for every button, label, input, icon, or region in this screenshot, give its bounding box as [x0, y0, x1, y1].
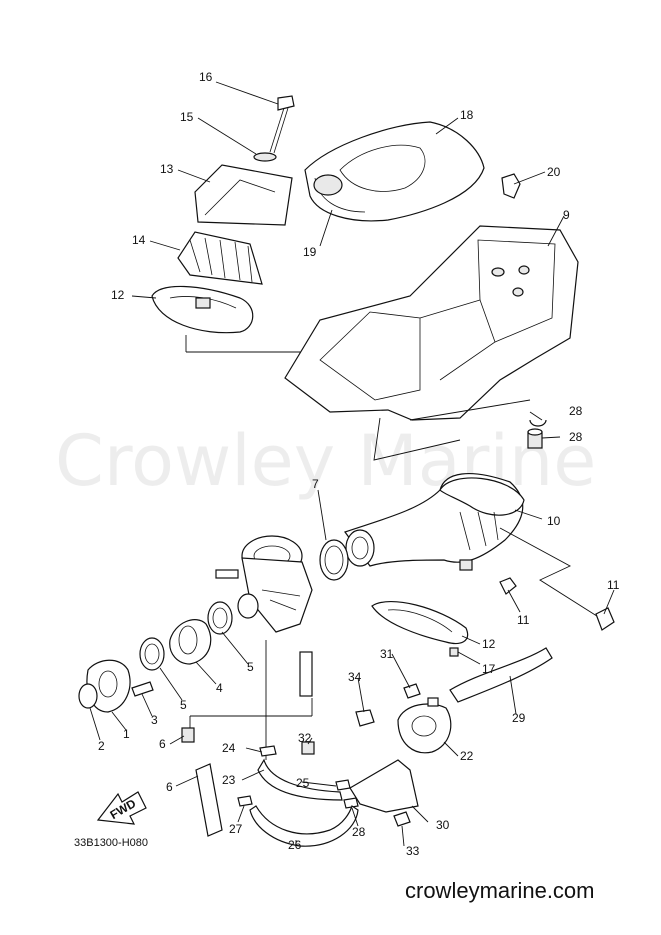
part-32-nut	[301, 741, 315, 755]
callout-2: 2	[98, 739, 105, 753]
callout-30: 30	[436, 818, 450, 832]
part-25-hose	[257, 758, 343, 801]
site-url: crowleymarine.com	[405, 878, 595, 903]
part-10-air-duct	[344, 472, 601, 619]
part-11-bolt-upper	[499, 577, 517, 595]
callout-12: 12	[482, 637, 496, 651]
callout-7: 6	[166, 780, 173, 794]
callout-13: 12	[111, 288, 125, 302]
callout-18: 16	[199, 70, 213, 84]
part-19-airbox-lid	[304, 121, 485, 222]
callout-labels: 16 15 13 14 12 18 19 20 9 28 28 10 7 11 …	[98, 70, 620, 858]
callout-1: 1	[123, 727, 130, 741]
carburetor-assembly	[215, 535, 313, 760]
part-8-clamp	[319, 539, 349, 581]
callout-20: 19	[303, 245, 317, 259]
callout-9: 9	[563, 208, 570, 222]
part-31-bolt	[403, 683, 421, 699]
part-18-bolt	[269, 95, 295, 154]
callout-34: 34	[348, 670, 362, 684]
part-34-clip	[355, 709, 375, 727]
callout-27: 26	[288, 838, 302, 852]
part-14-screw	[449, 647, 459, 657]
part-3-bolt	[131, 681, 154, 697]
part-6-fitting	[181, 727, 195, 743]
part-2-o-ring	[78, 683, 98, 709]
part-11-bolt-lower	[595, 607, 615, 631]
part-28-clip-right	[343, 797, 359, 809]
part-33-bolt	[393, 811, 411, 827]
callout-11-lower: 11	[607, 578, 620, 592]
part-12-gasket	[371, 600, 469, 645]
part-24-fuel-pump	[397, 697, 452, 754]
part-5-clamp-left	[139, 637, 165, 671]
part-26-clip-lower	[335, 779, 351, 791]
callout-6: 6	[159, 737, 166, 751]
callout-29: 29	[512, 711, 526, 725]
part-23-clamp	[529, 419, 547, 427]
callout-19: 18	[460, 108, 474, 122]
callout-5-left: 5	[180, 698, 187, 712]
callout-26-lower: 25	[296, 776, 310, 790]
callout-4: 4	[216, 681, 223, 695]
callout-33: 33	[406, 844, 420, 858]
part-27-hose	[249, 805, 359, 847]
part-30-bracket	[349, 759, 419, 813]
part-29-hose	[449, 647, 553, 703]
part-16-filter-cage	[177, 231, 263, 285]
callout-28-right: 28	[352, 825, 366, 839]
callout-32: 32	[298, 731, 312, 745]
callout-31: 31	[380, 647, 394, 661]
callout-17: 15	[180, 110, 194, 124]
callout-16: 14	[132, 233, 146, 247]
part-15-filter-cover	[194, 164, 293, 226]
part-17-washer	[253, 152, 277, 162]
callout-8: 7	[312, 477, 319, 491]
callout-10: 10	[547, 514, 561, 528]
callout-11-upper: 11	[517, 613, 530, 627]
fwd-arrow-icon: FWD	[96, 791, 147, 825]
callout-22: 28	[569, 430, 583, 444]
part-26-clip-upper	[259, 745, 277, 757]
callout-24: 22	[460, 749, 474, 763]
part-28-clip-left	[237, 795, 253, 807]
callout-5-right: 5	[247, 660, 254, 674]
part-21-clip	[501, 173, 521, 199]
part-22-grommet	[527, 428, 543, 449]
callout-21: 20	[547, 165, 561, 179]
callout-23: 28	[569, 404, 583, 418]
callout-14: 17	[482, 662, 496, 676]
callout-25: 23	[222, 773, 236, 787]
drawing-code: 33B1300-H080	[74, 837, 148, 849]
callout-3: 3	[151, 713, 158, 727]
part-4-joint	[169, 619, 212, 665]
leader-lines	[89, 81, 615, 847]
part-9-airbox-case	[284, 225, 579, 461]
part-7-hose	[195, 763, 223, 837]
part-5-clamp-right	[207, 601, 233, 635]
callout-28-left: 27	[229, 822, 243, 836]
callout-26-upper: 24	[222, 741, 236, 755]
callout-15: 13	[160, 162, 174, 176]
